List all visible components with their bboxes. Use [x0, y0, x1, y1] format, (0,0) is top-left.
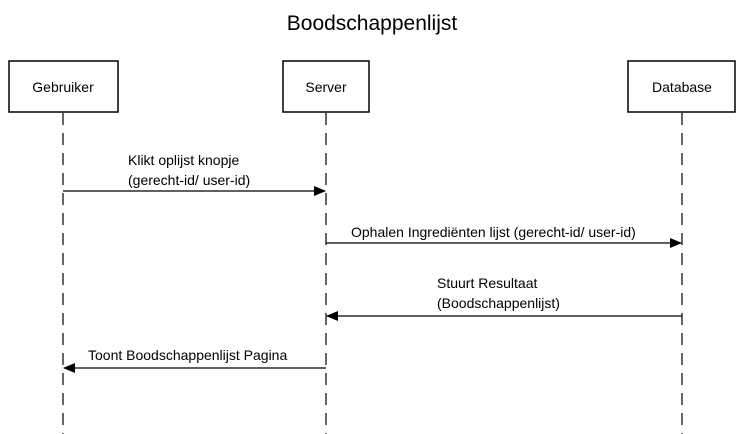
message-label-line: (gerecht-id/ user-id) — [128, 172, 250, 188]
diagram-title: Boodschappenlijst — [287, 12, 458, 35]
participant-box — [282, 60, 370, 113]
participant-database: Database — [627, 60, 736, 113]
message-label-line: Stuurt Resultaat — [437, 275, 537, 291]
message-label-line: Toont Boodschappenlijst Pagina — [88, 347, 287, 363]
participant-box — [8, 60, 119, 113]
participant-label: Database — [652, 79, 712, 95]
message-ophalen-ingredienten: Ophalen Ingrediënten lijst (gerecht-id/ … — [326, 224, 682, 248]
participant-server: Server — [282, 60, 370, 113]
message-stuurt-resultaat: Stuurt Resultaat (Boodschappenlijst) — [326, 275, 682, 321]
message-label-line: Ophalen Ingrediënten lijst (gerecht-id/ … — [351, 224, 636, 240]
participant-box — [627, 60, 736, 113]
message-toont-pagina: Toont Boodschappenlijst Pagina — [63, 347, 326, 373]
participant-gebruiker: Gebruiker — [8, 60, 119, 113]
participant-label: Gebruiker — [32, 79, 94, 95]
message-label-line: (Boodschappenlijst) — [437, 295, 560, 311]
message-klikt-oplijst: Klikt oplijst knopje (gerecht-id/ user-i… — [63, 152, 326, 196]
message-label-line: Klikt oplijst knopje — [128, 152, 239, 168]
participant-label: Server — [305, 79, 347, 95]
